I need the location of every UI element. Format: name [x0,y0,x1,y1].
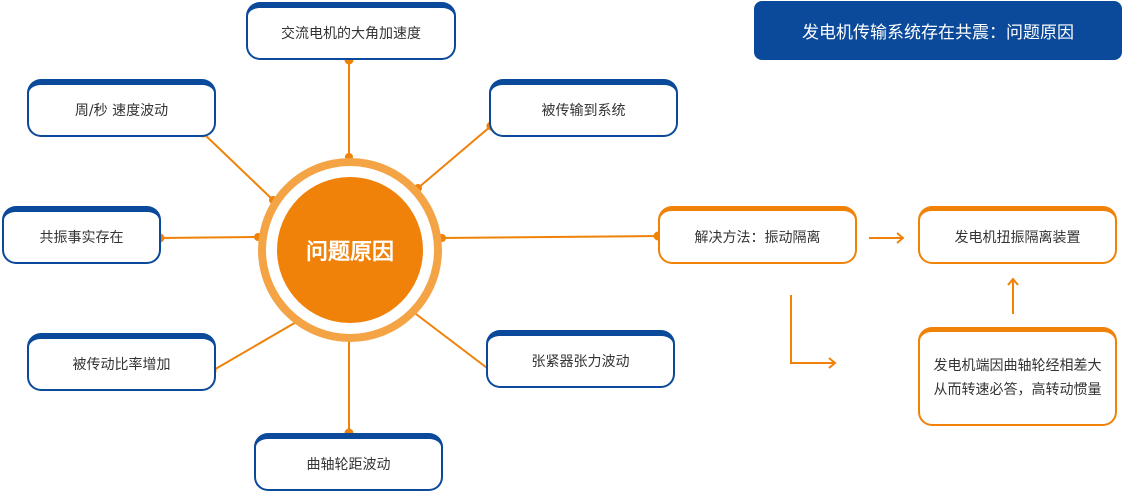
arrow-down-right [790,295,837,369]
cause-node-bottom: 曲轴轮距波动 [254,433,443,491]
cause-node-lower-left: 被传动比率增加 [27,333,216,391]
diagram-title: 发电机传输系统存在共震：问题原因 [754,1,1122,60]
reason-line-2: 从而转速必答，高转动惯量 [933,382,1102,398]
cause-node-upper-left: 周/秒 速度波动 [27,79,216,137]
reason-line-1: 发电机端因曲轴轮经相差大 [933,358,1102,374]
cause-node-top: 交流电机的大角加速度 [246,2,456,60]
link-right [441,235,659,239]
hub-node: 问题原因 [277,177,423,323]
cause-node-left: 共振事实存在 [2,206,161,264]
link-left [159,236,259,239]
link-lower-right [411,310,492,372]
link-upper-right [417,125,492,189]
solution-reason-node: 发电机端因曲轴轮经相差大 从而转速必答，高转动惯量 [918,327,1117,426]
solution-device-node: 发电机扭振隔离装置 [918,206,1117,264]
solution-method-node: 解决方法：振动隔离 [658,206,857,264]
arrow-up-to-device [1007,277,1019,314]
cause-node-upper-right: 被传输到系统 [489,79,678,137]
link-upper-left [202,132,274,201]
cause-node-lower-right: 张紧器张力波动 [486,330,675,388]
arrow-method-to-device [869,232,905,244]
link-lower-left [211,320,299,372]
